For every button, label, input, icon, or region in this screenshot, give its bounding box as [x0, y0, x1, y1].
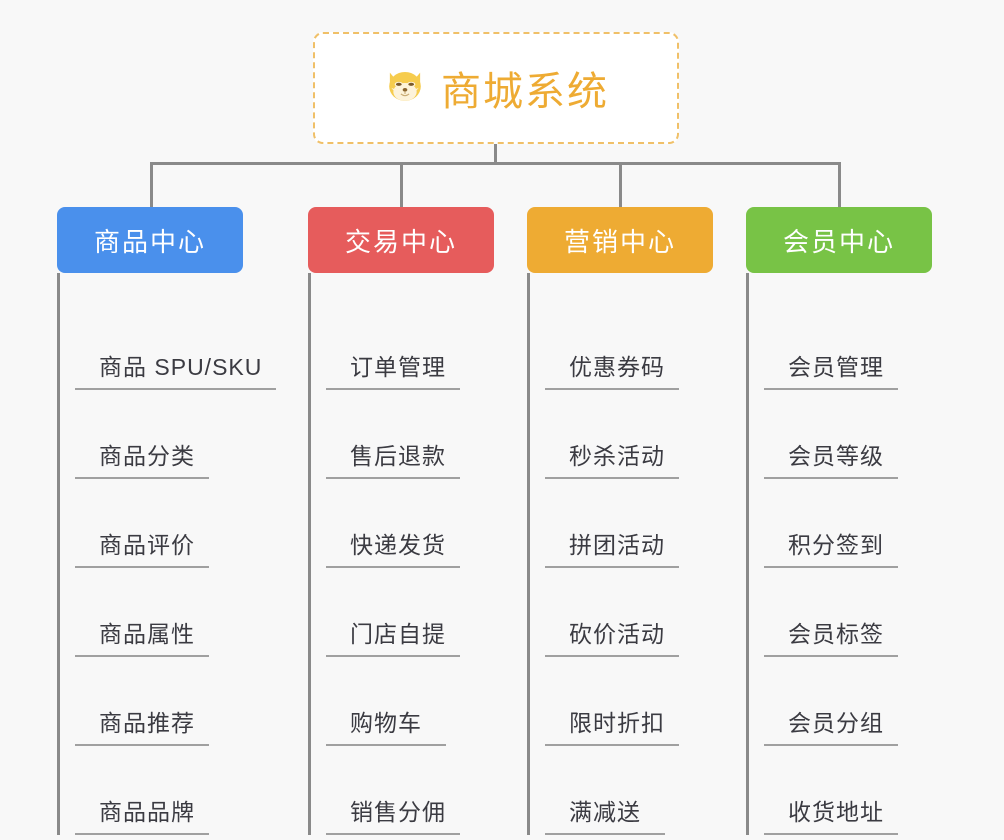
leaf-label: 秒杀活动: [569, 443, 665, 469]
leaf-label: 限时折扣: [569, 710, 665, 736]
list-item[interactable]: 商品属性: [75, 568, 287, 657]
list-item[interactable]: 快递发货: [326, 479, 518, 568]
list-item[interactable]: 购物车: [326, 657, 518, 746]
leaf-label: 满减送: [569, 799, 641, 825]
leaf-list-marketing-center: 优惠券码 秒杀活动 拼团活动 砍价活动 限时折扣: [527, 273, 737, 835]
leaf-label: 购物车: [350, 710, 422, 736]
root-node[interactable]: 商城系统: [313, 32, 679, 144]
shiba-dog-face-icon: [383, 63, 427, 114]
list-item[interactable]: 优惠券码: [545, 301, 737, 390]
leaf-list-trade-center: 订单管理 售后退款 快递发货 门店自提 购物车: [308, 273, 518, 835]
leaf-underline: 限时折扣: [545, 704, 679, 746]
branch-header-label: 交易中心: [344, 226, 457, 257]
connector-horizontal-bus: [150, 162, 840, 165]
leaf-underline: 快递发货: [326, 526, 460, 568]
leaf-label: 积分签到: [788, 532, 884, 558]
list-item[interactable]: 订单管理: [326, 301, 518, 390]
connector-drop-trade-center: [400, 162, 403, 208]
leaf-underline: 会员分组: [764, 704, 898, 746]
leaf-underline: 商品 SPU/SKU: [75, 348, 277, 390]
list-item[interactable]: 拼团活动: [545, 479, 737, 568]
leaf-underline: 收货地址: [764, 793, 898, 835]
leaf-underline: 积分签到: [764, 526, 898, 568]
connector-drop-product-center: [150, 162, 153, 208]
branch-column-product-center: 商品中心 商品 SPU/SKU 商品分类 商品评价 商品属性: [57, 207, 287, 835]
branch-column-member-center: 会员中心 会员管理 会员等级 积分签到 会员标签: [746, 207, 956, 835]
leaf-label: 会员标签: [788, 621, 884, 647]
leaf-label: 门店自提: [350, 621, 446, 647]
leaf-label: 商品推荐: [99, 710, 195, 736]
branch-header-label: 商品中心: [93, 226, 206, 257]
leaf-underline: 会员管理: [764, 348, 898, 390]
leaf-label: 销售分佣: [350, 799, 446, 825]
leaf-label: 订单管理: [350, 354, 446, 380]
list-item[interactable]: 售后退款: [326, 390, 518, 479]
leaf-label: 拼团活动: [569, 532, 665, 558]
leaf-label: 快递发货: [350, 532, 446, 558]
list-item[interactable]: 门店自提: [326, 568, 518, 657]
list-item[interactable]: 会员分组: [764, 657, 956, 746]
list-item[interactable]: 收货地址: [764, 746, 956, 835]
list-item[interactable]: 会员标签: [764, 568, 956, 657]
leaf-label: 砍价活动: [569, 621, 665, 647]
leaf-underline: 砍价活动: [545, 615, 679, 657]
leaf-underline: 商品品牌: [75, 793, 209, 835]
leaf-label: 商品属性: [99, 621, 195, 647]
leaf-underline: 拼团活动: [545, 526, 679, 568]
leaf-underline: 商品推荐: [75, 704, 209, 746]
list-item[interactable]: 商品评价: [75, 479, 287, 568]
branch-column-marketing-center: 营销中心 优惠券码 秒杀活动 拼团活动 砍价活动: [527, 207, 737, 835]
list-item[interactable]: 商品品牌: [75, 746, 287, 835]
root-title: 商城系统: [441, 70, 609, 114]
branch-column-trade-center: 交易中心 订单管理 售后退款 快递发货 门店自提: [308, 207, 518, 835]
branch-header-label: 营销中心: [563, 226, 676, 257]
branch-header-trade-center[interactable]: 交易中心: [308, 207, 494, 273]
list-item[interactable]: 商品分类: [75, 390, 287, 479]
branch-header-marketing-center[interactable]: 营销中心: [527, 207, 713, 273]
leaf-underline: 订单管理: [326, 348, 460, 390]
leaf-label: 售后退款: [350, 443, 446, 469]
branch-header-product-center[interactable]: 商品中心: [57, 207, 243, 273]
leaf-underline: 满减送: [545, 793, 665, 835]
leaf-underline: 购物车: [326, 704, 446, 746]
list-item[interactable]: 商品 SPU/SKU: [75, 301, 287, 390]
leaf-underline: 会员等级: [764, 437, 898, 479]
leaf-label: 会员等级: [788, 443, 884, 469]
leaf-label: 会员管理: [788, 354, 884, 380]
leaf-underline: 销售分佣: [326, 793, 460, 835]
list-item[interactable]: 积分签到: [764, 479, 956, 568]
leaf-underline: 会员标签: [764, 615, 898, 657]
list-item[interactable]: 秒杀活动: [545, 390, 737, 479]
leaf-list-member-center: 会员管理 会员等级 积分签到 会员标签 会员分组: [746, 273, 956, 835]
list-item[interactable]: 满减送: [545, 746, 737, 835]
leaf-underline: 优惠券码: [545, 348, 679, 390]
connector-drop-member-center: [838, 162, 841, 208]
leaf-label: 会员分组: [788, 710, 884, 736]
branch-header-member-center[interactable]: 会员中心: [746, 207, 932, 273]
leaf-underline: 商品评价: [75, 526, 209, 568]
leaf-label: 优惠券码: [569, 354, 665, 380]
list-item[interactable]: 销售分佣: [326, 746, 518, 835]
leaf-label: 商品分类: [99, 443, 195, 469]
leaf-label: 商品品牌: [99, 799, 195, 825]
leaf-underline: 秒杀活动: [545, 437, 679, 479]
list-item[interactable]: 会员管理: [764, 301, 956, 390]
leaf-label: 商品评价: [99, 532, 195, 558]
list-item[interactable]: 会员等级: [764, 390, 956, 479]
leaf-underline: 门店自提: [326, 615, 460, 657]
leaf-underline: 商品属性: [75, 615, 209, 657]
leaf-label: 商品 SPU/SKU: [99, 354, 263, 380]
list-item[interactable]: 商品推荐: [75, 657, 287, 746]
branch-header-label: 会员中心: [782, 226, 895, 257]
connector-drop-marketing-center: [619, 162, 622, 208]
leaf-underline: 商品分类: [75, 437, 209, 479]
leaf-list-product-center: 商品 SPU/SKU 商品分类 商品评价 商品属性 商品推荐: [57, 273, 287, 835]
connector-root-stem: [494, 144, 497, 164]
leaf-underline: 售后退款: [326, 437, 460, 479]
list-item[interactable]: 限时折扣: [545, 657, 737, 746]
list-item[interactable]: 砍价活动: [545, 568, 737, 657]
leaf-label: 收货地址: [788, 799, 884, 825]
